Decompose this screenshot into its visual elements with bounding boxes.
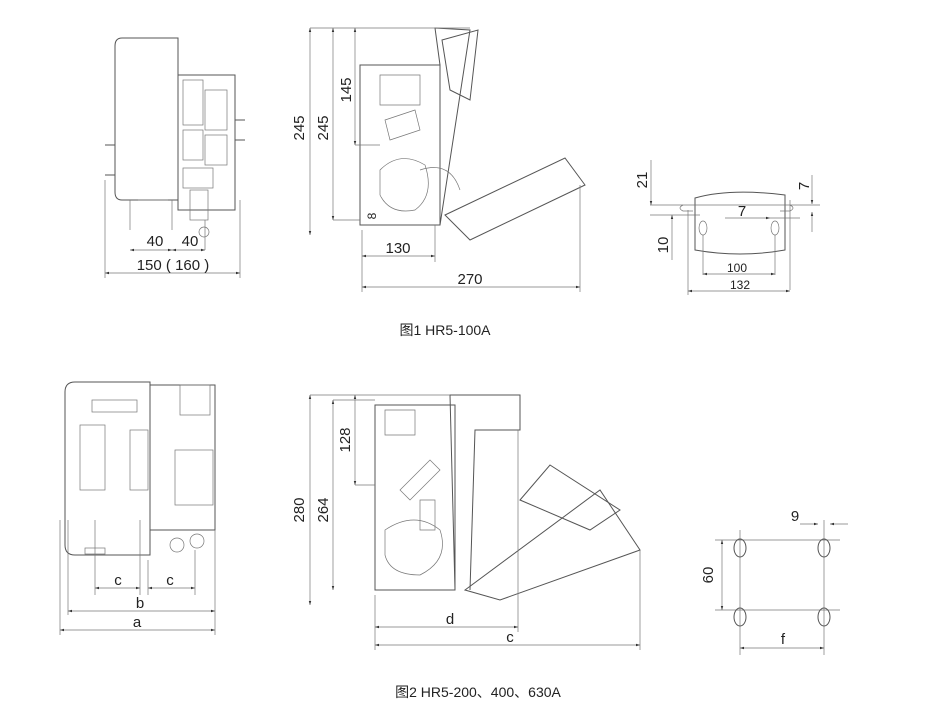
fig2-dim-9: 9 (791, 508, 799, 525)
fig2-hole-pattern: 9 60 f (700, 508, 848, 655)
fig2-dim-280: 280 (291, 497, 308, 522)
fig1-dim-width: 150 ( 160 ) (137, 257, 210, 274)
fig2-dim-264: 264 (315, 497, 332, 522)
fig2-side-view: 280 264 128 d c (291, 394, 641, 650)
fig1-rail-dim-10: 10 (655, 237, 672, 254)
fig2-dim-c-left: c (114, 572, 122, 589)
fig1-rail-detail: 21 7 7 10 100 132 (634, 160, 820, 295)
fig1-dim-40-left: 40 (147, 233, 164, 250)
fig1-side-view: 245 245 145 8 130 270 (291, 27, 586, 292)
fig1-dim-245-outer: 245 (291, 115, 308, 140)
fig2-dim-c-right: c (166, 572, 174, 589)
fig1-front-view: 40 40 150 ( 160 ) (104, 37, 245, 278)
fig1-rail-dim-100: 100 (727, 261, 747, 275)
fig1-dim-40-right: 40 (182, 233, 199, 250)
fig2-dim-c: c (506, 629, 514, 646)
fig1-dim-8: 8 (365, 212, 379, 219)
fig2-dim-f: f (781, 631, 786, 648)
fig1-dim-245-inner: 245 (315, 115, 332, 140)
fig1-rail-dim-7-right: 7 (796, 182, 813, 190)
fig1-dim-145: 145 (338, 77, 355, 102)
fig1-rail-dim-7-mid: 7 (738, 203, 746, 220)
fig1-rail-dim-21: 21 (634, 172, 651, 189)
fig2-dim-b: b (136, 595, 144, 612)
fig1-dim-130: 130 (385, 240, 410, 257)
figure1-caption: 图1 HR5-100A (399, 322, 491, 338)
fig2-dim-a: a (133, 614, 142, 631)
fig1-rail-dim-132: 132 (730, 278, 750, 292)
fig2-front-view: c c b a (59, 381, 216, 635)
fig2-dim-d: d (446, 611, 454, 628)
fig2-dim-60: 60 (700, 567, 717, 584)
fig2-dim-128: 128 (337, 427, 354, 452)
figure2-caption: 图2 HR5-200、400、630A (395, 684, 561, 700)
fig1-dim-270: 270 (457, 271, 482, 288)
